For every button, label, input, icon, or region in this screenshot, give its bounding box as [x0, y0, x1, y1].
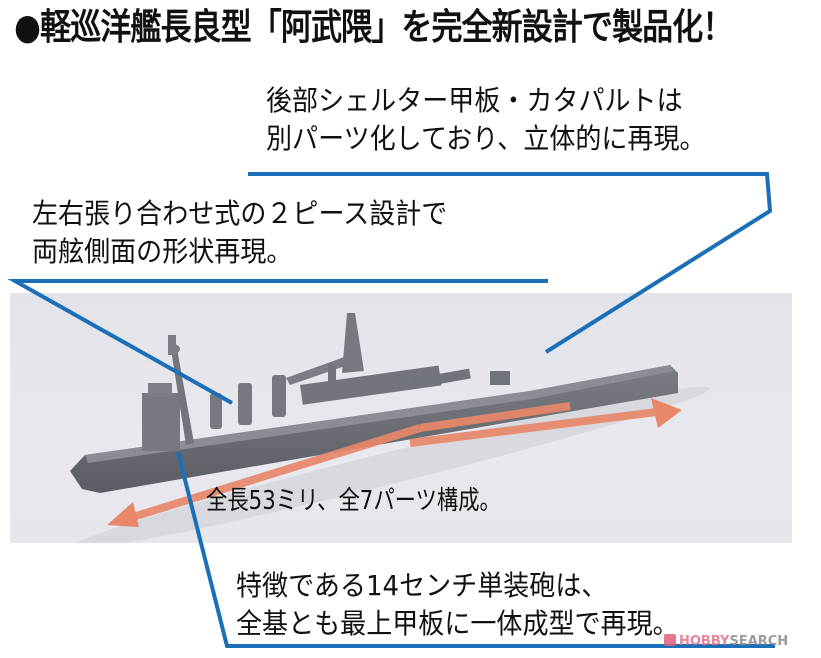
callout-hull-line-1: 左右張り合わせ式の２ピース設計で [32, 197, 448, 230]
callout-hull: 左右張り合わせ式の２ピース設計で 両舷側面の形状再現。 [32, 195, 447, 271]
watermark-part-1: HOBBY [679, 634, 730, 649]
headline-text: 軽巡洋艦長良型「阿武隈」を完全新設計で製品化！ [40, 7, 733, 48]
watermark-part-2: SEARCH [729, 634, 789, 649]
callout-guns-line-1: 特徴である14センチ単装砲は、 [236, 569, 608, 602]
headline: ●軽巡洋艦長良型「阿武隈」を完全新設計で製品化！ [14, 2, 733, 54]
callout-guns-line-2: 全基とも最上甲板に一体成型で再現。 [236, 607, 679, 640]
callout-hull-line-2: 両舷側面の形状再現。 [32, 235, 293, 268]
bullet-icon: ● [14, 7, 41, 48]
callout-catapult: 後部シェルター甲板・カタパルトは 別パーツ化しており、立体的に再現。 [266, 82, 706, 158]
watermark: HOBBYSEARCH [664, 634, 788, 649]
watermark-logo-icon [664, 634, 676, 646]
callout-guns: 特徴である14センチ単装砲は、 全基とも最上甲板に一体成型で再現。 [236, 567, 679, 643]
length-label: 全長53ミリ、全7パーツ構成。 [206, 486, 501, 516]
callout-catapult-line-1: 後部シェルター甲板・カタパルトは [266, 84, 683, 117]
callout-catapult-line-2: 別パーツ化しており、立体的に再現。 [266, 122, 706, 155]
